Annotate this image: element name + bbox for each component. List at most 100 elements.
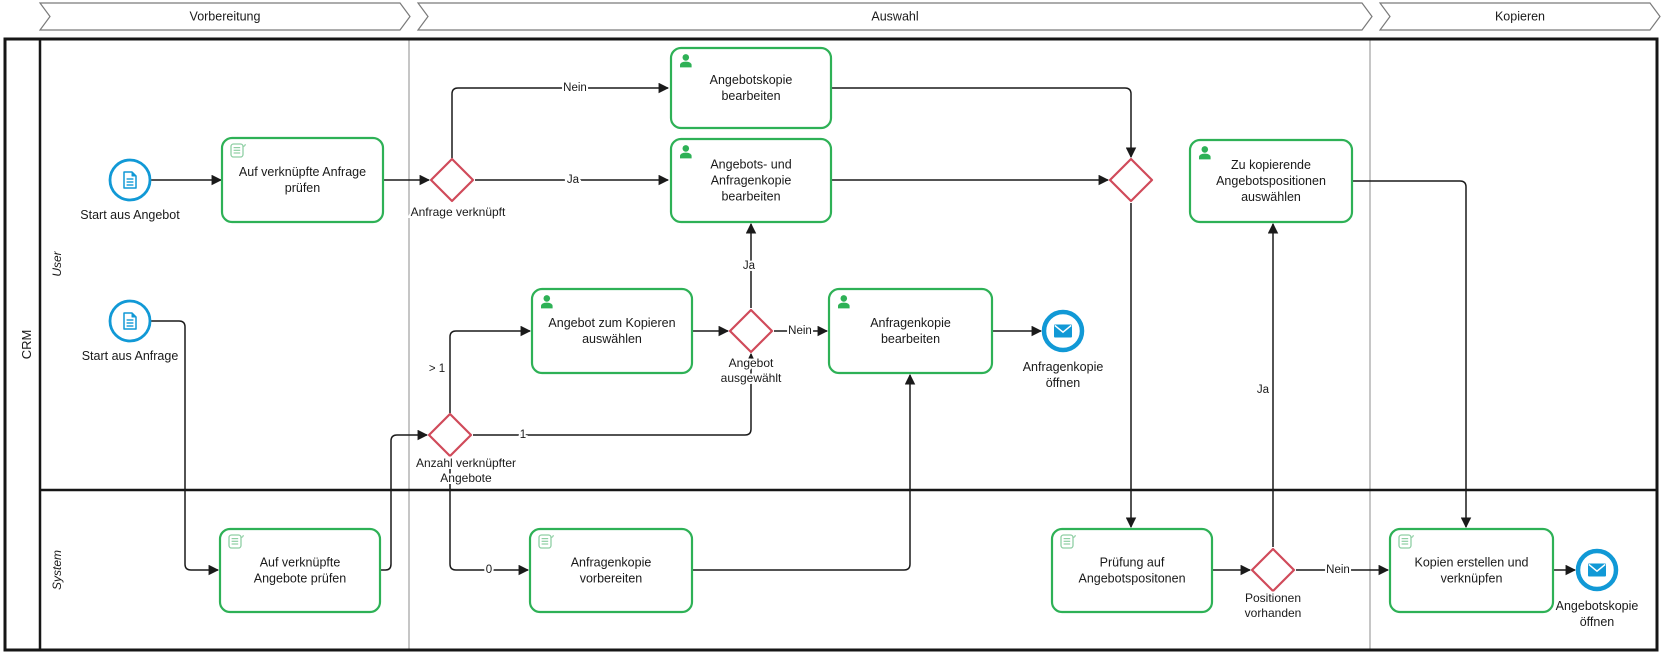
gateway-label: ausgewählt bbox=[721, 371, 782, 385]
flow-label: 1 bbox=[520, 429, 526, 441]
flow-label: Nein bbox=[1326, 564, 1350, 576]
anfragenkopie-vorbereiten: Anfragenkopie vorbereiten bbox=[528, 527, 694, 614]
task-label: auswählen bbox=[582, 332, 642, 346]
flow-label: Nein bbox=[563, 82, 587, 94]
script-icon bbox=[1060, 534, 1076, 549]
envelope-icon bbox=[1054, 324, 1072, 338]
lane-label-user: User bbox=[50, 250, 64, 276]
task-label: bearbeiten bbox=[721, 89, 780, 103]
phase-label: Vorbereitung bbox=[190, 10, 261, 24]
gateway-label: Anfrage verknüpft bbox=[411, 205, 506, 219]
flow-label: > 1 bbox=[429, 363, 445, 375]
user-icon bbox=[541, 295, 553, 309]
zusammenfuehrung bbox=[1108, 157, 1154, 203]
flow-angebotskopie-zu-merge bbox=[831, 87, 1137, 159]
user-icon bbox=[838, 295, 850, 309]
document-icon bbox=[123, 312, 137, 330]
start-aus-angebot: Start aus Angebot bbox=[80, 158, 180, 222]
task-label: Anfragenkopie bbox=[870, 316, 951, 330]
document-icon bbox=[123, 171, 137, 189]
task-label: Angebote prüfen bbox=[254, 572, 346, 586]
phase-chevron-1: Auswahl bbox=[416, 2, 1373, 31]
angebot-zum-kopieren-auswaehlen: Angebot zum Kopieren auswählen bbox=[530, 287, 694, 375]
task-label: auswählen bbox=[1241, 190, 1301, 204]
script-icon bbox=[1398, 534, 1414, 549]
gateway-label: Angebot bbox=[729, 356, 774, 370]
task-label: Angebotspositonen bbox=[1078, 572, 1185, 586]
flow-start-anfrage-zu-angebote-pruefen bbox=[150, 320, 220, 576]
flow-angebote-pruefen-zu-anzahl bbox=[380, 429, 429, 571]
start-aus-anfrage: Start aus Anfrage bbox=[82, 299, 179, 363]
event-label: öffnen bbox=[1580, 615, 1615, 629]
task-label: Angebot zum Kopieren bbox=[548, 316, 675, 330]
user-icon bbox=[1199, 146, 1211, 160]
gateway-label: vorhanden bbox=[1245, 606, 1302, 620]
task-label: Auf verknüpfte bbox=[260, 556, 341, 570]
script-icon bbox=[228, 534, 244, 549]
task-label: vorbereiten bbox=[580, 572, 643, 586]
task-label: Prüfung auf bbox=[1100, 556, 1165, 570]
gateway-label: Anzahl verknüpfter bbox=[416, 456, 516, 470]
phase-chevron-2: Kopieren bbox=[1378, 2, 1661, 31]
task-label: Zu kopierende bbox=[1231, 158, 1311, 172]
event-label: Start aus Angebot bbox=[80, 208, 180, 222]
anfragenkopie-bearbeiten: Anfragenkopie bearbeiten bbox=[827, 287, 994, 375]
angebotskopie-bearbeiten: Angebotskopie bearbeiten bbox=[669, 46, 833, 130]
flow-label: Ja bbox=[1257, 384, 1270, 396]
task-label: Angebots- und bbox=[710, 158, 791, 172]
flow-label: Ja bbox=[567, 174, 580, 186]
task-label: prüfen bbox=[285, 181, 320, 195]
event-label: Start aus Anfrage bbox=[82, 349, 179, 363]
event-label: Anfragenkopie bbox=[1023, 360, 1104, 374]
flow-label: 0 bbox=[486, 564, 492, 576]
phase-label: Auswahl bbox=[871, 10, 918, 24]
envelope-icon bbox=[1588, 563, 1606, 577]
flow-positionen-auswaehlen-zu-kopien-erstellen bbox=[1352, 180, 1472, 529]
flow-anfragenkopie-vorbereiten-zu-bearbeiten bbox=[692, 373, 916, 571]
event-label: Angebotskopie bbox=[1556, 599, 1639, 613]
anfragenkopie-oeffnen: Anfragenkopie öffnen bbox=[1023, 309, 1104, 390]
task-label: Angebotskopie bbox=[710, 73, 793, 87]
task-label: Kopien erstellen und bbox=[1415, 556, 1529, 570]
phase-chevron-0: Vorbereitung bbox=[38, 2, 411, 31]
script-icon bbox=[538, 534, 554, 549]
anfrage-verknuepft: Anfrage verknüpft bbox=[409, 157, 508, 221]
flow-0-zu-anfragenkopie-vorbereiten bbox=[449, 457, 530, 576]
event-label: öffnen bbox=[1046, 376, 1081, 390]
task-label: Anfragenkopie bbox=[571, 556, 652, 570]
flow-label: Ja bbox=[743, 260, 756, 272]
pool-border bbox=[3, 37, 1659, 652]
user-icon bbox=[680, 145, 692, 159]
task-label: Angebotspositionen bbox=[1216, 174, 1326, 188]
pool-label: CRM bbox=[19, 330, 34, 360]
angebotskopie-oeffnen: Angebotskopie öffnen bbox=[1556, 548, 1639, 629]
task-label: bearbeiten bbox=[721, 190, 780, 204]
lane-label-system: System bbox=[50, 550, 64, 590]
flow-label: Nein bbox=[788, 325, 812, 337]
flow-groesser-1-zu-angebot-auswaehlen bbox=[449, 325, 532, 413]
gateway-label: Angebote bbox=[440, 471, 492, 485]
nodes: Start aus Angebot Auf verknüpfte Anfragep… bbox=[80, 46, 1639, 629]
user-icon bbox=[680, 54, 692, 68]
phase-label: Kopieren bbox=[1495, 10, 1545, 24]
phase-band: Vorbereitung Auswahl Kopieren bbox=[38, 2, 1661, 31]
task-label: bearbeiten bbox=[881, 332, 940, 346]
gateway-label: Positionen bbox=[1245, 591, 1301, 605]
flow-1-zu-angebot-ausgewaehlt bbox=[473, 352, 757, 436]
task-label: Anfragenkopie bbox=[711, 174, 792, 188]
sequence-flows bbox=[150, 82, 1577, 576]
flow-nein-zu-angebotskopie-bearbeiten bbox=[451, 82, 670, 158]
